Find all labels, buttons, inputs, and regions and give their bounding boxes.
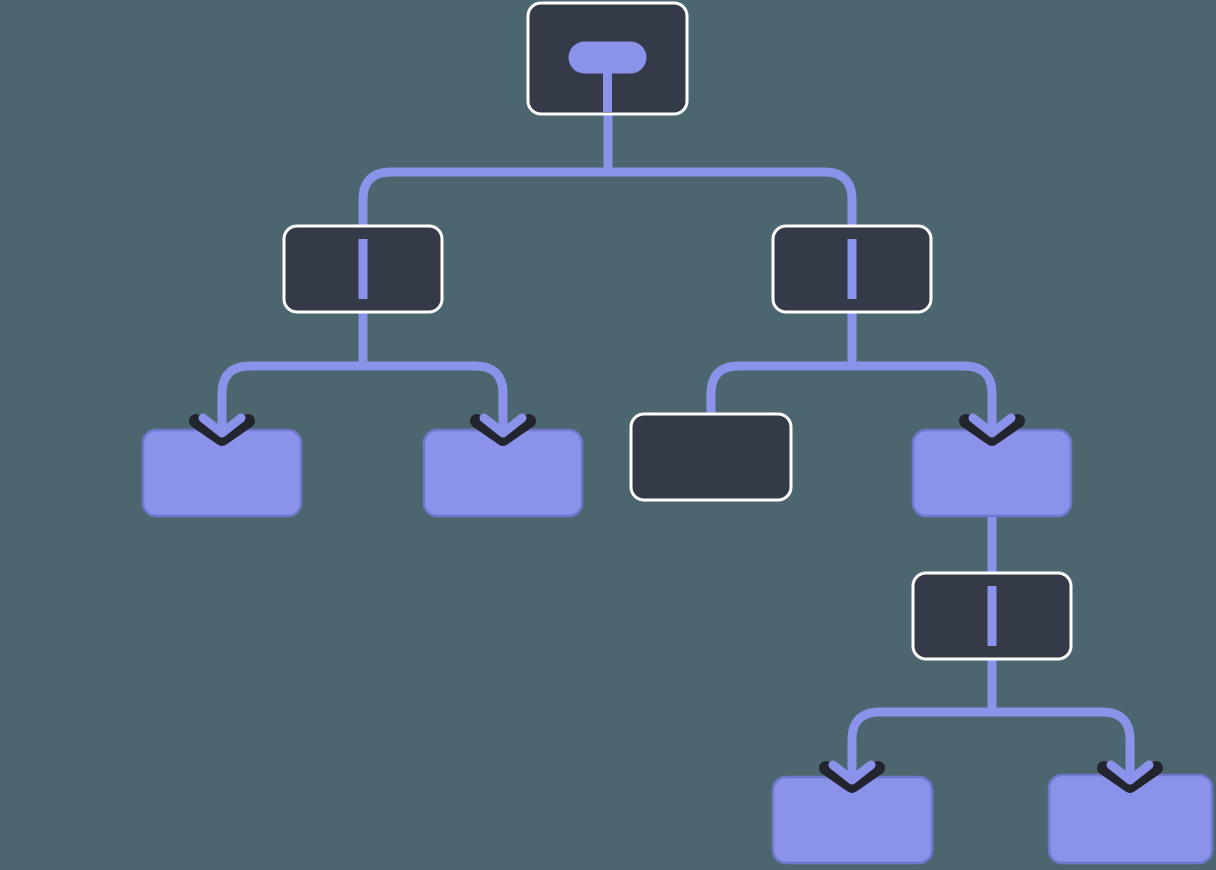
arrow-shadow-chevron — [1097, 761, 1163, 793]
pass-through-line-icon — [847, 239, 857, 299]
arrow-shadow-chevron — [819, 761, 885, 793]
edge-root-to-branch-left — [358, 112, 613, 230]
arrow-down-icon — [189, 406, 255, 446]
edge-root-to-branch-right — [603, 112, 857, 230]
arrow-down-icon — [470, 406, 536, 446]
arrow-down-icon — [1097, 753, 1163, 793]
arrow-head-chevron — [479, 413, 527, 438]
root-pill-stem — [603, 71, 612, 112]
pass-through-line-icon — [358, 239, 368, 299]
edge-branch-right-to-mid-leaf-plain — [706, 310, 857, 418]
edge-branch-bottom-to-leaf-bottom-1 — [847, 657, 997, 780]
connector-layer — [217, 112, 1135, 780]
node-mid-leaf-plain — [629, 412, 793, 502]
node-branch-right — [771, 224, 933, 314]
arrow-shadow-chevron — [189, 414, 255, 446]
arrow-head-chevron — [828, 760, 876, 785]
edge-branch-bottom-to-leaf-bottom-2 — [987, 657, 1135, 780]
dark-node-box — [629, 412, 793, 502]
node-branch-bottom — [911, 571, 1073, 661]
node-branch-left — [282, 224, 444, 314]
pass-through-line-icon — [987, 586, 997, 646]
edge-branch-left-to-leaf-left-1 — [217, 310, 368, 433]
arrow-head-chevron — [968, 413, 1016, 438]
root-pill-icon — [568, 41, 647, 74]
edge-branch-right-to-mid-leaf-arrow — [847, 310, 997, 433]
arrow-head-chevron — [198, 413, 246, 438]
arrow-down-icon — [959, 406, 1025, 446]
arrow-head-chevron — [1106, 760, 1154, 785]
node-root — [526, 1, 689, 116]
arrow-shadow-chevron — [470, 414, 536, 446]
node-layer — [141, 1, 1214, 865]
arrowhead-layer — [189, 406, 1163, 793]
arrow-shadow-chevron — [959, 414, 1025, 446]
edge-branch-left-to-leaf-left-2 — [358, 310, 508, 433]
arrow-down-icon — [819, 753, 885, 793]
